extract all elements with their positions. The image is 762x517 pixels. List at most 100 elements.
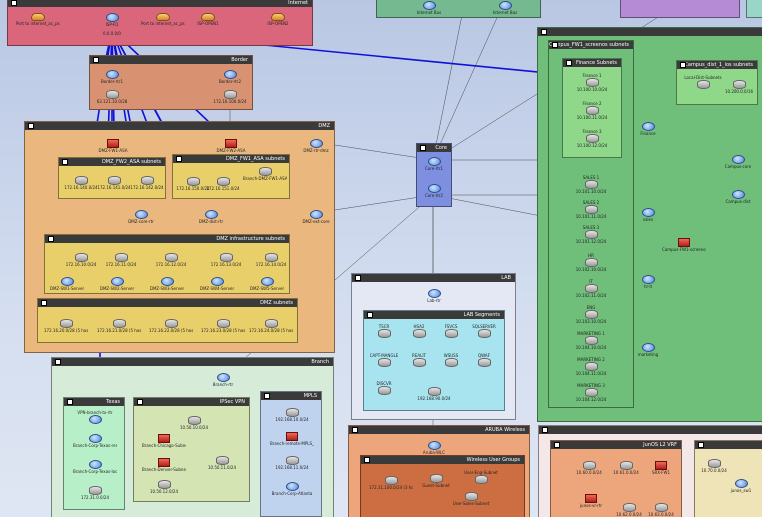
node-jn-5[interactable]: 10.62.0.0/24 <box>607 503 651 517</box>
node-campus-r1[interactable]: Finance <box>626 122 670 136</box>
node-campus-core2[interactable]: Campus-dist <box>716 190 760 204</box>
node-inet-c[interactable]: Port to internet_ac_ps1.pw2 <box>141 13 185 26</box>
zone-campus-dist1[interactable]: Campus_dist_1_ios subnets Local-Dist-Sub… <box>676 60 758 105</box>
node-inet-a[interactable]: Port to internet_ac_ps1.B <box>16 13 60 26</box>
node-ip-5[interactable]: 10.50.12.0/24 <box>142 480 186 494</box>
node-inf-sw3[interactable]: DMZ-SW3-Server <box>145 277 189 291</box>
node-dsub-4[interactable]: 172.16.23.0/28 (5 hosts) <box>201 319 245 333</box>
node-fw1-s3[interactable]: Branch-DMZ-FW1-ASA <box>243 167 287 181</box>
node-fw2-s1[interactable]: 172.16.140.0/24 <box>59 176 103 190</box>
collapse-icon[interactable] <box>566 60 572 66</box>
zone-wireless-groups[interactable]: Wireless User Groups 172.31.100.0/24 (3 … <box>360 455 525 517</box>
zone-dmz-fw2[interactable]: DMZ_FW2_ASA subnets 172.16.140.0/24 172.… <box>58 157 166 199</box>
node-ip-3[interactable]: Branch-Denver-Subnet <box>142 458 186 472</box>
node-lab-2[interactable]: HSA2 <box>397 324 441 338</box>
node-dist-a[interactable]: Local-Dist-Subnets <box>681 75 725 89</box>
collapse-icon[interactable] <box>542 427 548 433</box>
node-border-s2[interactable]: 172.16.100.0/24 <box>208 90 252 104</box>
zone-junos[interactable]: JunOS L2 VRF 10.60.0.0/24 10.61.0.0/24 S… <box>550 440 682 517</box>
node-jn-3[interactable]: SRX-FW1 <box>639 461 683 475</box>
node-campus-r2[interactable]: sales <box>626 208 670 222</box>
node-border-s1[interactable]: 63.121.10.0/28 <box>90 90 134 104</box>
node-inf-sw2[interactable]: DMZ-SW2-Server <box>95 277 139 291</box>
node-inf-s2[interactable]: 172.16.11.0/24 <box>99 253 143 267</box>
node-wl-3[interactable]: User-Eng-Subnet <box>459 470 503 484</box>
node-mp-3[interactable]: 192.168.11.0/24 <box>270 456 314 470</box>
node-lab-5[interactable]: CAPT-MANGLE <box>362 353 406 367</box>
collapse-icon[interactable] <box>62 159 68 165</box>
node-core-2[interactable]: Core-rtr2 <box>412 184 456 198</box>
zone-top-purple[interactable] <box>620 0 740 18</box>
collapse-icon[interactable] <box>367 312 373 318</box>
node-lab-1[interactable]: TSCR <box>362 324 406 338</box>
zone-border[interactable]: Border Border-rtr1 Border-rtr2 63.121.10… <box>89 55 253 110</box>
collapse-icon[interactable] <box>552 42 558 48</box>
node-tx-4[interactable]: 172.31.0.0/24 <box>73 486 117 500</box>
node-lab-4[interactable]: SQLSERVER <box>462 324 506 338</box>
zone-core[interactable]: Core Core-rtr1 Core-rtr2 <box>416 143 452 207</box>
node-mp-4[interactable]: Branch-Corp-Atlanta <box>270 482 314 496</box>
node-campus-r3[interactable]: hr-it <box>626 275 670 289</box>
collapse-icon[interactable] <box>48 236 54 242</box>
node-fw2-s3[interactable]: 172.16.142.0/24 <box>125 176 169 190</box>
node-far-2[interactable]: junos_sw1 <box>719 479 762 493</box>
node-campus-core1[interactable]: Campus-core <box>716 155 760 169</box>
zone-lab-segments[interactable]: LAB Segments TSCR HSA2 FSVCS SQLSERVER C… <box>363 310 505 411</box>
zone-mpls[interactable]: MPLS 192.168.10.0/24 Branch-remote-MPLS_… <box>260 391 322 517</box>
node-tx-3[interactable]: Branch-Corp-Texas-local <box>73 460 117 474</box>
node-lab-7[interactable]: WSUSS <box>429 353 473 367</box>
node-fw2-s2[interactable]: 172.16.141.0/24 <box>92 176 136 190</box>
node-wl-2[interactable]: Guest-Subnet <box>414 474 458 488</box>
node-wl-4[interactable]: User-Sales-Subnet <box>449 492 493 506</box>
node-ip-4[interactable]: 10.50.11.0/24 <box>200 456 244 470</box>
node-inf-s5[interactable]: 172.16.14.0/24 <box>249 253 293 267</box>
node-inf-sw1[interactable]: DMZ-SW1-Server <box>45 277 89 291</box>
collapse-icon[interactable] <box>680 62 686 68</box>
collapse-icon[interactable] <box>364 457 370 463</box>
collapse-icon[interactable] <box>55 359 61 365</box>
zone-dmz-fw1[interactable]: DMZ_FW1_ASA subnets 172.16.150.0/24 172.… <box>172 154 290 199</box>
collapse-icon[interactable] <box>67 399 73 405</box>
node-inet-e[interactable]: ISP-OPEN2 <box>256 13 300 26</box>
node-dmz-rtr1[interactable]: DMZ-rtr-dmz <box>294 139 338 153</box>
node-lab-10[interactable]: 192.168.90.0/24 <box>412 387 456 401</box>
node-inet-d[interactable]: ISP-OPEN1 <box>186 13 230 26</box>
collapse-icon[interactable] <box>264 393 270 399</box>
node-top-a[interactable]: Internet Bus <box>407 1 451 15</box>
node-jn-4[interactable]: junos-vr-rtr <box>569 494 613 508</box>
node-dmz-fw1[interactable]: DMZ-FW1-ASA <box>91 139 135 153</box>
zone-dmz-infra[interactable]: DMZ infrastructure subnets 172.16.10.0/2… <box>44 234 290 294</box>
collapse-icon[interactable] <box>698 442 704 448</box>
zone-far-right[interactable]: 10.70.0.0/24 junos_sw1 <box>694 440 762 517</box>
node-lab-rtr[interactable]: Lab-rtr <box>412 289 456 303</box>
node-jn-6[interactable]: 10.63.0.0/24 <box>639 503 683 517</box>
node-dsub-2[interactable]: 172.16.21.0/28 (5 hosts) <box>97 319 141 333</box>
node-aruba-rtr[interactable]: Aruba-WLC <box>412 441 456 455</box>
node-mp-2[interactable]: Branch-remote-MPLS_1 <box>270 432 314 446</box>
zone-texas[interactable]: Texas VPN-branch-tx-rtr Branch-Corp-Texa… <box>63 397 125 510</box>
zone-top-teal[interactable] <box>746 0 762 18</box>
node-dmz-core1[interactable]: DMZ-core-rtr <box>119 210 163 224</box>
collapse-icon[interactable] <box>93 57 99 63</box>
zone-ipsec[interactable]: IPSec VPN 10.50.10.0/24 Branch-Chicago-S… <box>133 397 250 502</box>
node-ip-1[interactable]: 10.50.10.0/24 <box>172 416 216 430</box>
node-inf-sw4[interactable]: DMZ-SW4-Server <box>195 277 239 291</box>
node-jn-2[interactable]: 10.61.0.0/24 <box>604 461 648 475</box>
zone-dmz-subnets[interactable]: DMZ subnets 172.16.20.0/28 (5 hosts) 172… <box>37 298 298 343</box>
node-inet-b[interactable]: ISP-R1 <box>90 13 134 27</box>
node-lab-6[interactable]: REALIT <box>397 353 441 367</box>
node-dmz-fw2[interactable]: DMZ-FW2-ASA <box>209 139 253 153</box>
node-fw1-s1[interactable]: 172.16.150.0/24 <box>171 177 215 191</box>
node-lab-9[interactable]: DISCVR <box>362 381 406 395</box>
node-tx-1[interactable]: VPN-branch-tx-rtr <box>73 410 117 424</box>
collapse-icon[interactable] <box>541 29 547 35</box>
node-campus-r4[interactable]: marketing <box>626 343 670 357</box>
node-dsub-5[interactable]: 172.16.24.0/28 (5 hosts) <box>249 319 293 333</box>
node-wl-1[interactable]: 172.31.100.0/24 (3 hosts) <box>369 476 413 490</box>
node-core-1[interactable]: Core-rtr1 <box>412 157 456 171</box>
